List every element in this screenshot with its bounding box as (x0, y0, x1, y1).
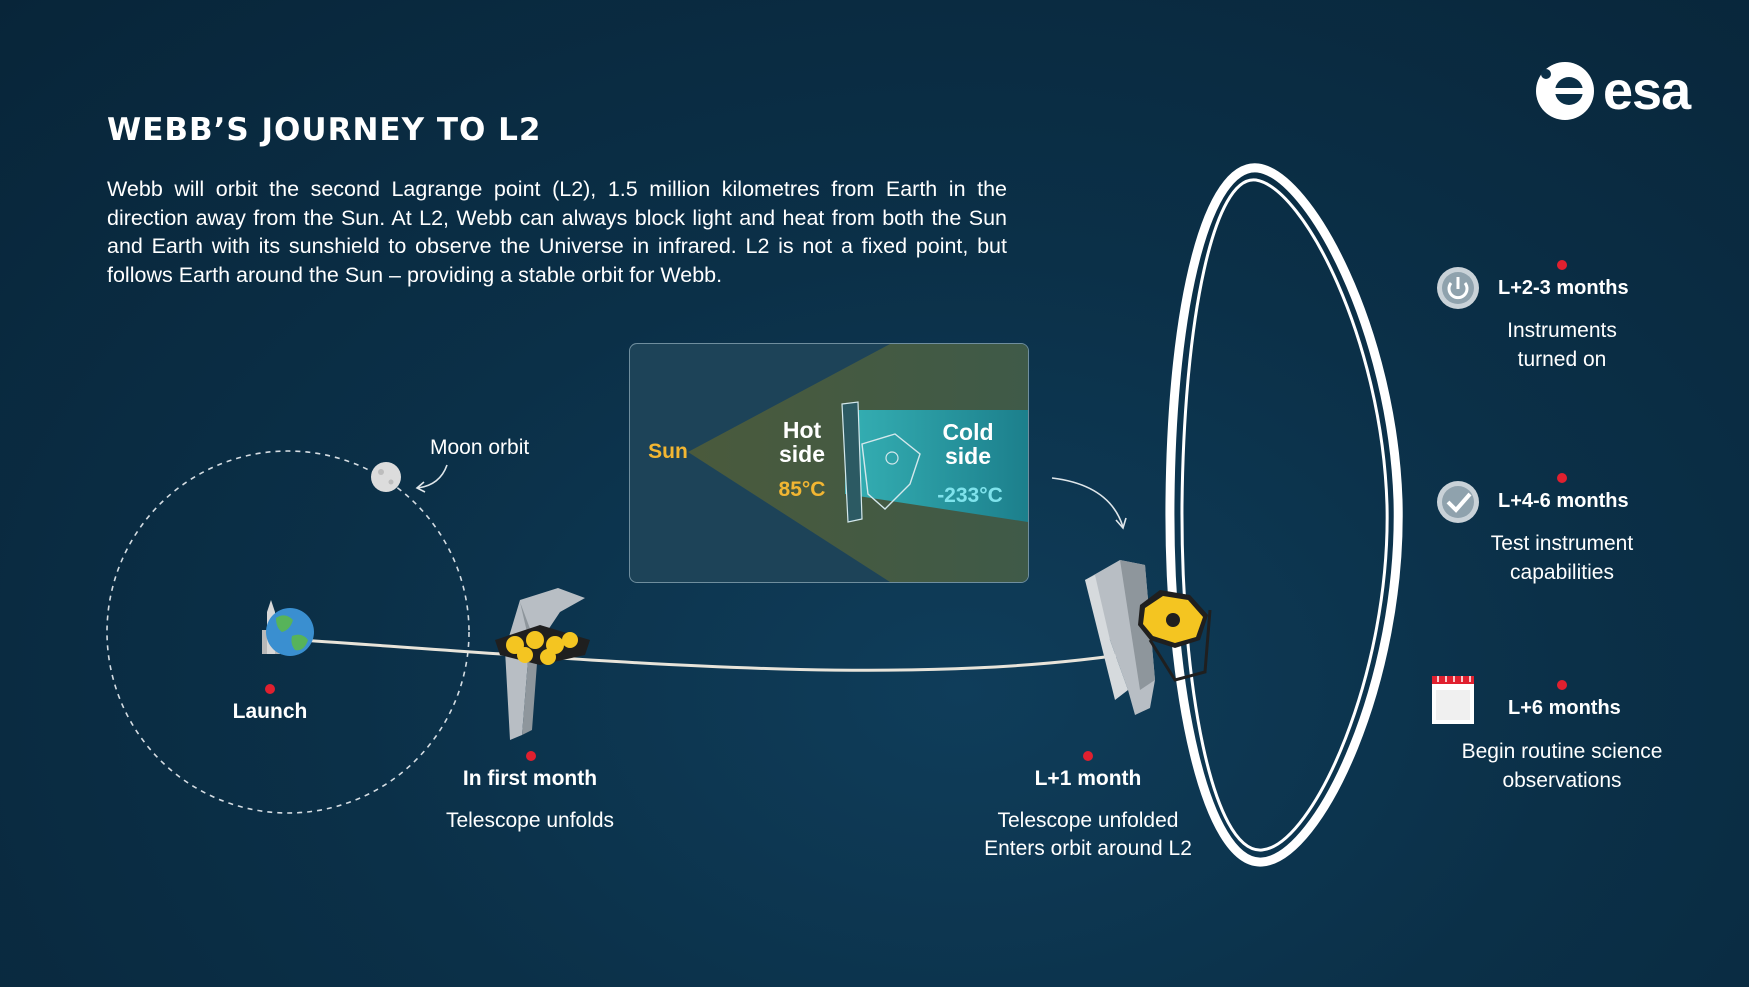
milestone-3-marker (1557, 680, 1567, 690)
first-month-marker (526, 751, 536, 761)
earth-icon (266, 608, 314, 656)
trajectory-path (299, 638, 1141, 672)
l1-month-desc-1: Telescope unfolded (997, 809, 1179, 832)
milestone-1-title: L+2-3 months (1498, 277, 1629, 299)
cold-side-line1: Cold (942, 419, 994, 445)
l1-month-title: L+1 month (1034, 767, 1142, 790)
intro-description: Webb will orbit the second Lagrange poin… (107, 177, 1007, 287)
page-title: WEBB’S JOURNEY TO L2 (107, 112, 542, 148)
calendar-icon (1432, 676, 1474, 724)
first-month-title: In first month (462, 767, 598, 790)
hot-side-temp: 85°C (778, 478, 826, 501)
sunshield-inset: Sun Hot side 85°C Cold side -233°C (629, 343, 1029, 583)
inset-pointer-arrow (1051, 477, 1124, 528)
milestone-1-desc-2: turned on (1517, 348, 1607, 371)
l1-month-desc-2: Enters orbit around L2 (984, 837, 1192, 860)
cold-side-line2: side (944, 443, 992, 469)
power-icon (1437, 267, 1479, 309)
l2-halo-orbit (1165, 163, 1403, 867)
milestone-3-desc-1: Begin routine science (1461, 740, 1663, 763)
milestone-2-title: L+4-6 months (1498, 490, 1629, 512)
milestone-1-marker (1557, 260, 1567, 270)
webb-telescope-unfolded-icon (1085, 560, 1212, 715)
milestone-3-title: L+6 months (1508, 697, 1621, 719)
milestone-2-marker (1557, 473, 1567, 483)
launch-label: Launch (232, 700, 308, 723)
l1-month-marker (1083, 751, 1093, 761)
milestone-2-desc-2: capabilities (1510, 561, 1614, 584)
sunshield-cone (688, 344, 1028, 582)
esa-logo: esa (1535, 60, 1705, 122)
checkmark-icon (1437, 481, 1479, 523)
inset-sun-label: Sun (648, 440, 688, 463)
moon-orbit-label: Moon orbit (430, 436, 530, 459)
esa-logo-text: esa (1603, 61, 1691, 121)
launch-marker (265, 684, 275, 694)
webb-telescope-folding-icon (495, 588, 590, 740)
moon-label-arrow (417, 464, 448, 489)
moon-orbit-path (106, 450, 470, 814)
moon-icon (371, 462, 401, 492)
milestone-3-desc-2: observations (1502, 769, 1622, 792)
hot-side-line1: Hot (782, 417, 822, 443)
first-month-desc: Telescope unfolds (445, 809, 615, 832)
cold-side-temp: -233°C (937, 484, 1003, 507)
milestone-2-desc-1: Test instrument (1490, 532, 1634, 555)
milestone-1-desc-1: Instruments (1507, 319, 1617, 342)
hot-side-line2: side (778, 441, 826, 467)
esa-logo-mark (1536, 62, 1594, 120)
